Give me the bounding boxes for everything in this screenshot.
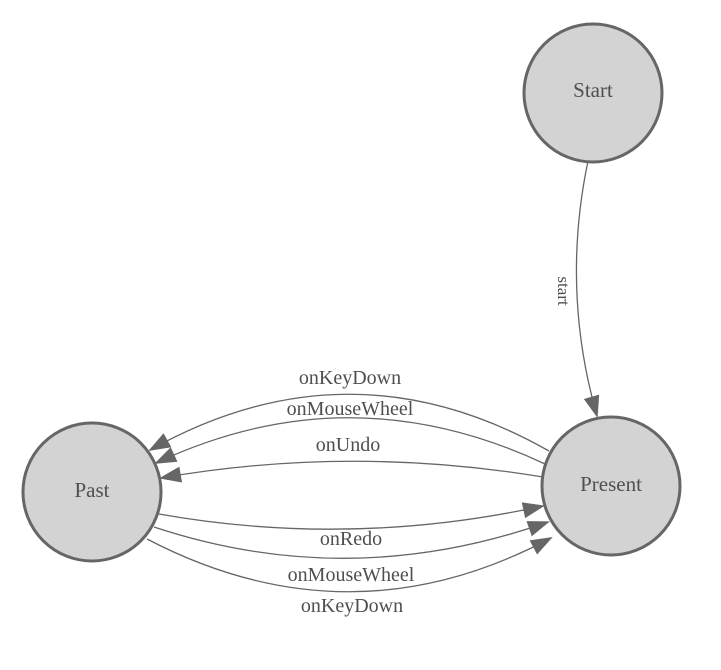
edge-past-to-present-onmousewheel [153,521,550,559]
state-node-start [522,22,664,164]
edge-label-start: start [554,276,573,306]
edge-label-group: start onKeyDown onMouseWheel onUndo onRe… [287,276,573,617]
edge-label-onkeydown-top: onKeyDown [299,367,401,389]
edge-label-onkeydown-bottom: onKeyDown [301,595,403,617]
node-group: Start Present Past [21,22,682,563]
edge-present-to-past-onundo [159,460,544,483]
edge-label-onredo: onRedo [320,528,382,550]
edge-present-to-past-onmousewheel [154,417,546,465]
edge-past-to-present-onkeydown [146,537,553,593]
edge-label-onmousewheel-top: onMouseWheel [287,398,414,420]
state-node-present [540,415,682,557]
edge-label-onmousewheel-bottom: onMouseWheel [288,564,415,586]
state-node-past-label: Past [74,478,109,502]
edge-label-onundo: onUndo [316,434,380,456]
edge-past-to-present-onredo [158,502,545,530]
state-node-start-label: Start [573,78,613,102]
edge-group [146,160,600,593]
state-node-present-label: Present [580,472,642,496]
edge-present-to-past-onkeydown [148,393,550,452]
state-node-past [21,421,163,563]
edge-start-to-present [575,160,600,418]
